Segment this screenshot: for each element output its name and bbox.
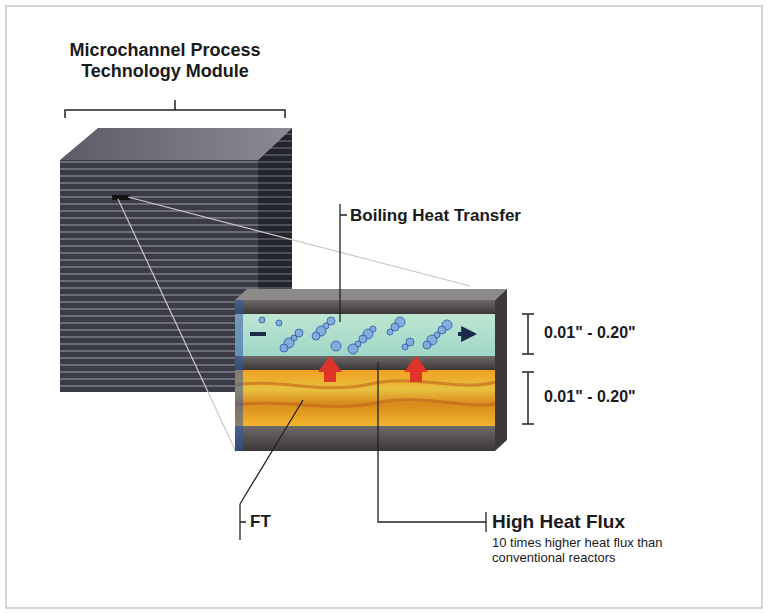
leader-line xyxy=(340,204,347,322)
flow-arrow xyxy=(250,332,474,336)
dimension-label: 0.01" - 0.20" xyxy=(544,324,684,342)
bracket xyxy=(65,100,285,118)
callout-label: Boiling Heat Transfer xyxy=(350,206,590,226)
dimension-bracket xyxy=(522,314,534,354)
heat-arrow xyxy=(318,356,342,382)
bubble xyxy=(280,344,288,352)
frame xyxy=(6,6,762,608)
callout-label: High Heat Flux xyxy=(492,511,712,533)
bubble xyxy=(387,329,393,335)
note-text: 10 times higher heat flux than conventio… xyxy=(492,536,707,566)
bubble xyxy=(259,317,265,323)
bubbles xyxy=(259,317,452,354)
bubble xyxy=(423,341,431,349)
heat-arrow xyxy=(404,356,428,382)
bubble xyxy=(276,320,282,326)
leader-line xyxy=(240,400,303,540)
leader-line xyxy=(378,362,486,532)
channel-slot xyxy=(112,195,130,200)
cutaway-slab xyxy=(235,289,507,451)
dimension-label: 0.01" - 0.20" xyxy=(544,388,684,406)
dimension-bracket xyxy=(522,372,534,424)
bubble xyxy=(331,341,341,351)
cube-front xyxy=(60,160,258,392)
bubble xyxy=(312,332,320,340)
cube-top xyxy=(60,128,292,160)
bubble xyxy=(402,344,408,350)
callout-label: FT xyxy=(250,512,330,532)
bubble xyxy=(348,344,358,354)
module-title: Microchannel Process Technology Module xyxy=(40,40,290,81)
